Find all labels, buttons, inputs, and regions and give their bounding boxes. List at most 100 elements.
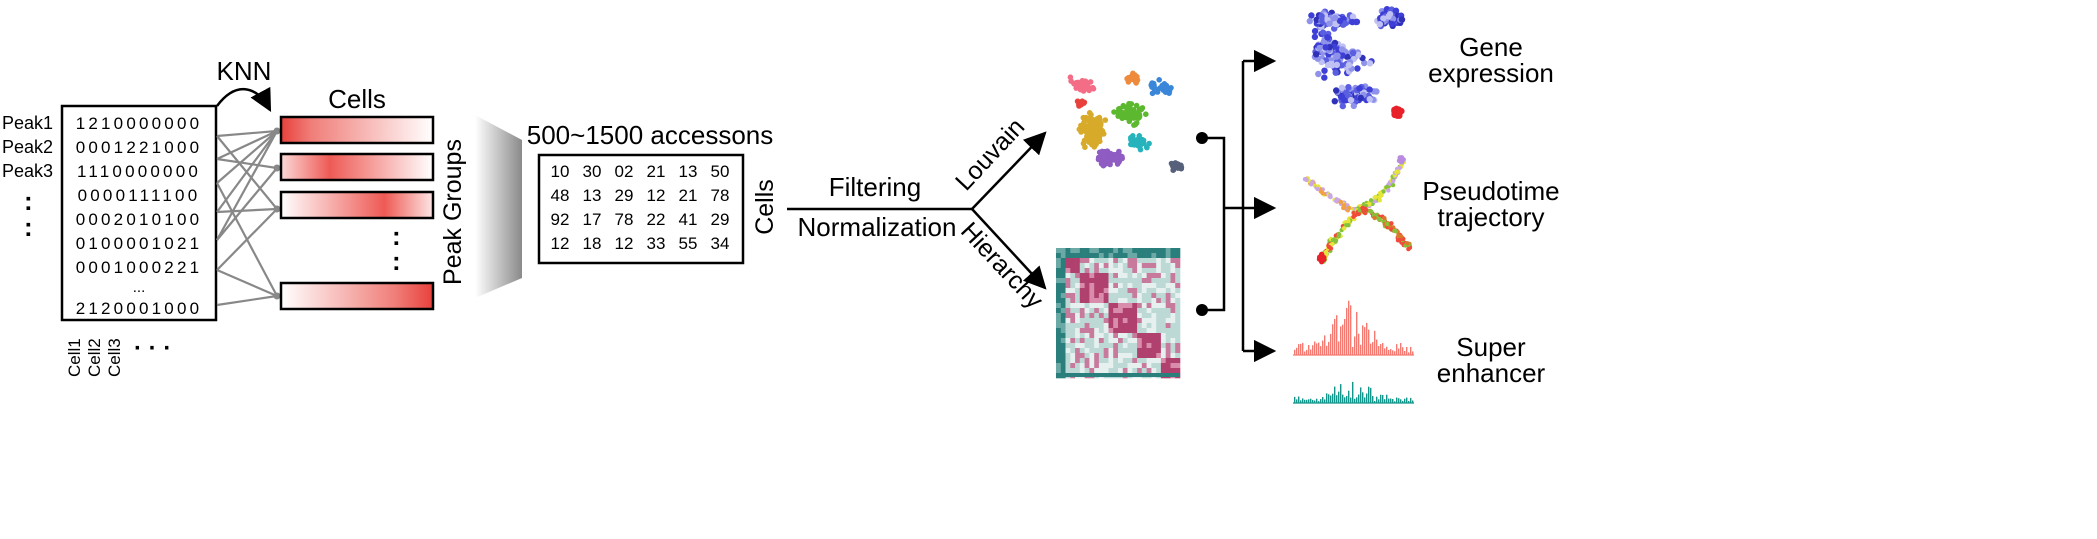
heatmap-cell bbox=[1060, 278, 1066, 284]
heatmap-cell bbox=[1132, 358, 1138, 364]
heatmap-cell bbox=[1079, 288, 1085, 294]
heatmap-cell bbox=[1146, 353, 1152, 359]
enhancer-signal-bar-teal bbox=[1336, 395, 1338, 403]
heatmap-cell bbox=[1108, 328, 1114, 334]
heatmap-cell bbox=[1079, 268, 1085, 274]
heatmap-cell bbox=[1151, 253, 1157, 259]
heatmap-cell bbox=[1065, 253, 1071, 259]
heatmap-cell bbox=[1118, 288, 1124, 294]
heatmap-cell bbox=[1075, 348, 1081, 354]
heatmap-cell bbox=[1075, 338, 1081, 344]
enhancer-signal-bar-red bbox=[1302, 342, 1304, 355]
matrix-row-1: 1210000000 bbox=[76, 114, 203, 133]
heatmap-cell bbox=[1108, 258, 1114, 264]
acc-r1c1: 10 bbox=[551, 162, 570, 181]
heatmap-cell bbox=[1170, 293, 1176, 299]
heatmap-cell bbox=[1127, 288, 1133, 294]
acc-r2c4: 12 bbox=[647, 186, 666, 205]
heatmap-cell bbox=[1141, 328, 1147, 334]
heatmap-cell bbox=[1165, 298, 1171, 304]
heatmap-cell bbox=[1094, 348, 1100, 354]
enhancer-signal-bar-red bbox=[1342, 324, 1344, 355]
expression-point bbox=[1333, 87, 1340, 94]
enhancer-signal-bar-teal bbox=[1308, 399, 1310, 403]
heatmap-cell bbox=[1132, 313, 1138, 319]
heatmap-cell bbox=[1160, 323, 1166, 329]
heatmap-cell bbox=[1175, 253, 1181, 259]
heatmap-cell bbox=[1127, 298, 1133, 304]
heatmap-cell bbox=[1175, 278, 1181, 284]
high-expression-point bbox=[1396, 107, 1403, 114]
acc-r3c3: 78 bbox=[615, 210, 634, 229]
enhancer-signal-bar-red bbox=[1308, 345, 1310, 355]
heatmap-cell bbox=[1065, 368, 1071, 374]
heatmap-cell bbox=[1056, 313, 1062, 319]
heatmap-cell bbox=[1146, 263, 1152, 269]
heatmap-cell bbox=[1094, 278, 1100, 284]
heatmap-cell bbox=[1084, 303, 1090, 309]
heatmap-cell bbox=[1122, 293, 1128, 299]
heatmap-cell bbox=[1075, 273, 1081, 279]
gene-expression-label-line1: Gene bbox=[1459, 32, 1523, 62]
enhancer-signal-bar-teal bbox=[1296, 399, 1298, 403]
heatmap-cell bbox=[1060, 328, 1066, 334]
pseudotime-label-line1: Pseudotime bbox=[1422, 176, 1559, 206]
heatmap-cell bbox=[1156, 298, 1162, 304]
heatmap-cell bbox=[1084, 323, 1090, 329]
expression-point bbox=[1326, 20, 1333, 27]
heatmap-cell bbox=[1075, 358, 1081, 364]
knn-arrow bbox=[216, 86, 272, 112]
heatmap-cell bbox=[1141, 318, 1147, 324]
heatmap-cell bbox=[1141, 303, 1147, 309]
heatmap-cell bbox=[1094, 288, 1100, 294]
heatmap-cell bbox=[1065, 343, 1071, 349]
heatmap-cell bbox=[1094, 323, 1100, 329]
heatmap-cell bbox=[1089, 333, 1095, 339]
heatmap-cell bbox=[1160, 358, 1166, 364]
heatmap-cell bbox=[1094, 258, 1100, 264]
heatmap-cell bbox=[1103, 303, 1109, 309]
heatmap-cell bbox=[1165, 248, 1171, 254]
heatmap-cell bbox=[1160, 288, 1166, 294]
enhancer-signal-bar-teal bbox=[1298, 396, 1300, 403]
acc-r4c5: 55 bbox=[679, 234, 698, 253]
heatmap-cell bbox=[1137, 298, 1143, 304]
heatmap-cell bbox=[1094, 333, 1100, 339]
cell-col-label-3: Cell3 bbox=[105, 338, 124, 377]
trajectory-point bbox=[1328, 194, 1333, 200]
heatmap-cell bbox=[1113, 308, 1119, 314]
expression-point bbox=[1338, 46, 1346, 53]
heatmap-cell bbox=[1094, 248, 1100, 254]
heatmap-cell bbox=[1089, 368, 1095, 374]
heatmap-cell bbox=[1113, 323, 1119, 329]
trajectory-point bbox=[1398, 234, 1404, 239]
heatmap-cell bbox=[1132, 333, 1138, 339]
enhancer-signal-bar-teal bbox=[1386, 394, 1388, 403]
heatmap-cell bbox=[1098, 313, 1104, 319]
trajectory-point bbox=[1320, 191, 1325, 196]
louvain-cluster-scatter bbox=[1067, 70, 1185, 173]
heatmap-cell bbox=[1089, 273, 1095, 279]
heatmap-cell bbox=[1056, 348, 1062, 354]
heatmap-cell bbox=[1146, 298, 1152, 304]
heatmap-cell bbox=[1098, 273, 1104, 279]
heatmap-cell bbox=[1122, 323, 1128, 329]
heatmap-cell bbox=[1170, 338, 1176, 344]
heatmap-cell bbox=[1146, 278, 1152, 284]
heatmap-cell bbox=[1151, 258, 1157, 264]
heatmap-cell bbox=[1113, 318, 1119, 324]
enhancer-signal-bar-red bbox=[1366, 322, 1368, 355]
cluster-point bbox=[1091, 137, 1098, 144]
heatmap-cell bbox=[1160, 328, 1166, 334]
heatmap-cell bbox=[1156, 348, 1162, 354]
heatmap-cell bbox=[1156, 258, 1162, 264]
heatmap-cell bbox=[1127, 248, 1133, 254]
heatmap-cell bbox=[1151, 333, 1157, 339]
enhancer-signal-bar-red bbox=[1320, 346, 1322, 355]
trajectory-point bbox=[1341, 226, 1347, 231]
acc-r3c1: 92 bbox=[551, 210, 570, 229]
heatmap-cell bbox=[1146, 273, 1152, 279]
cluster-point bbox=[1135, 109, 1142, 116]
heatmap-cell bbox=[1089, 318, 1095, 324]
matrix-row-ellipsis: ... bbox=[133, 279, 146, 296]
